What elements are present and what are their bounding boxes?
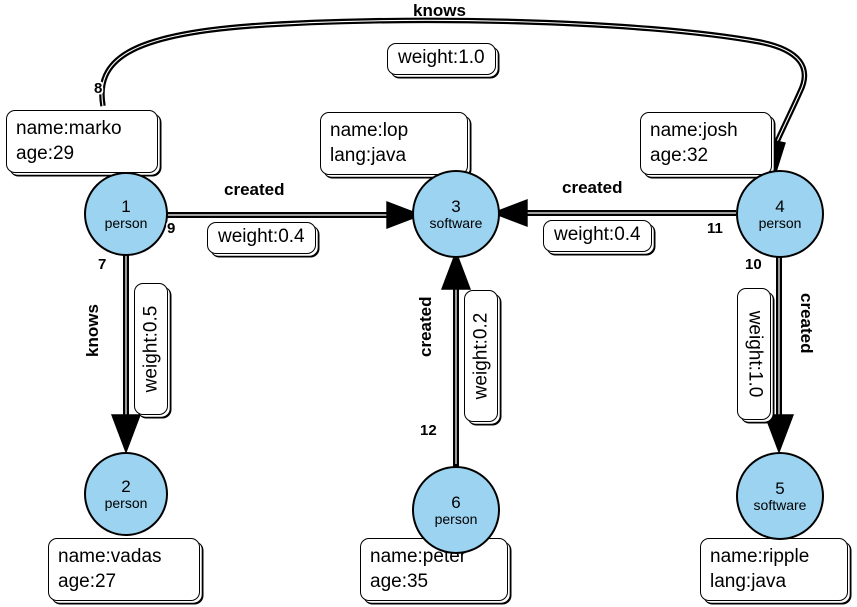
edge-label-created-11: created — [562, 178, 623, 197]
weight-box-10[interactable]: weight:1.0 — [737, 288, 771, 420]
property-line: age:32 — [650, 145, 709, 167]
vertex-1[interactable]: 1 person — [84, 172, 168, 256]
vertex-label: person — [104, 494, 148, 511]
weight-text: weight:0.2 — [470, 312, 491, 400]
vertex-label: software — [429, 214, 483, 231]
vertex-id: 3 — [451, 196, 461, 216]
weight-text: weight:1.0 — [398, 47, 485, 68]
vertex-id: 2 — [121, 476, 131, 496]
edge-id-10: 10 — [745, 256, 762, 273]
edge-label-created-12-text: created — [416, 296, 435, 357]
weight-box-7[interactable]: weight:0.5 — [134, 283, 168, 415]
vertex-id: 6 — [451, 492, 461, 512]
edge-path-12[interactable] — [440, 250, 472, 470]
edge-label-knows-7-text: knows — [83, 304, 102, 357]
edge-id-12: 12 — [420, 422, 437, 439]
weight-text: weight:0.5 — [140, 305, 161, 393]
weight-text: weight:0.4 — [554, 224, 641, 245]
property-line: age:29 — [16, 143, 75, 165]
property-line: lang:java — [330, 145, 407, 167]
vertex-label: person — [104, 214, 148, 231]
vertex-label: person — [434, 510, 478, 527]
property-box-ripple[interactable]: name:ripple lang:java — [700, 538, 848, 601]
edge-path-10[interactable] — [763, 250, 795, 454]
edge-label-created-10-text: created — [797, 293, 816, 354]
property-box-lop[interactable]: name:lop lang:java — [320, 112, 468, 175]
vertex-4[interactable]: 4 person — [736, 170, 824, 258]
vertex-2[interactable]: 2 person — [84, 452, 168, 536]
edge-label-created-12: created — [409, 297, 443, 410]
property-line: lang:java — [710, 571, 787, 593]
property-line: name:vadas — [58, 546, 162, 567]
vertex-5[interactable]: 5 software — [736, 452, 824, 540]
vertex-3[interactable]: 3 software — [412, 170, 500, 258]
vertex-id: 1 — [121, 196, 131, 216]
weight-box-8[interactable]: weight:1.0 — [387, 43, 496, 75]
edge-path-9[interactable] — [162, 200, 423, 230]
vertex-id: 5 — [775, 478, 785, 498]
weight-text: weight:0.4 — [218, 226, 305, 247]
property-line: age:35 — [370, 571, 429, 593]
edge-path-11[interactable] — [491, 198, 736, 228]
weight-text: weight:1.0 — [744, 310, 765, 398]
property-box-marko[interactable]: name:marko age:29 — [6, 110, 158, 173]
edge-id-8: 8 — [94, 80, 103, 97]
property-box-peter[interactable]: name:peter age:35 — [360, 538, 508, 601]
edge-label-knows-8: knows — [413, 1, 466, 20]
weight-box-11[interactable]: weight:0.4 — [543, 220, 652, 252]
property-line: name:josh — [650, 120, 738, 141]
weight-box-12[interactable]: weight:0.2 — [464, 290, 498, 422]
edge-label-created-9: created — [224, 180, 285, 199]
property-line: name:ripple — [710, 546, 810, 567]
vertex-label: person — [758, 214, 802, 231]
property-box-vadas[interactable]: name:vadas age:27 — [48, 538, 200, 601]
vertex-id: 4 — [775, 196, 785, 216]
edge-path-7[interactable] — [110, 250, 142, 454]
edge-id-11: 11 — [707, 220, 723, 237]
edge-id-7: 7 — [98, 256, 107, 273]
vertex-6[interactable]: 6 person — [412, 466, 500, 554]
weight-box-9[interactable]: weight:0.4 — [207, 222, 316, 254]
property-box-josh[interactable]: name:josh age:32 — [640, 112, 772, 175]
property-line: name:marko — [16, 118, 122, 139]
vertex-label: software — [753, 496, 807, 513]
edge-id-9: 9 — [167, 220, 176, 237]
edge-label-created-10: created — [789, 293, 823, 380]
property-line: age:27 — [58, 571, 117, 593]
edge-label-knows-7: knows — [76, 304, 110, 390]
property-line: name:lop — [330, 120, 409, 141]
